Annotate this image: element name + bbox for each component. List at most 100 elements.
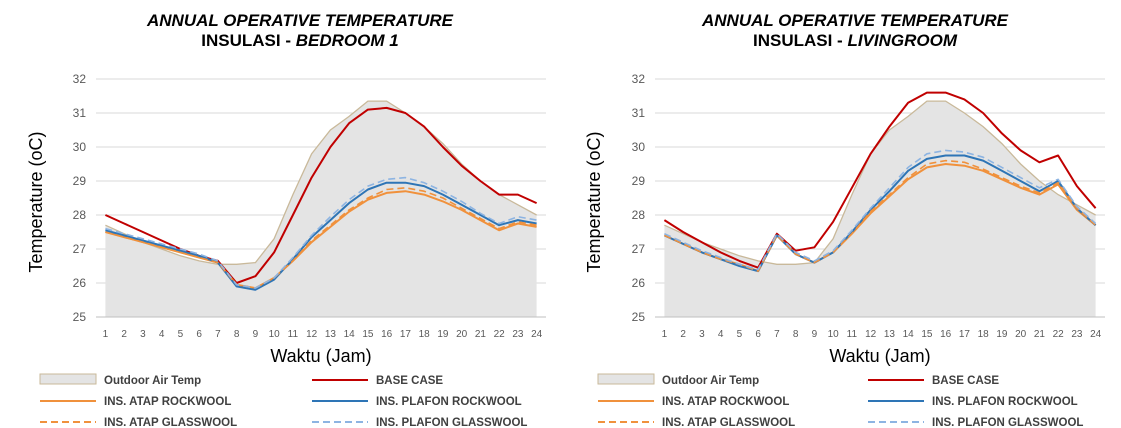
- series-line-2: [104, 106, 538, 284]
- x-tick-label: 22: [1053, 329, 1065, 340]
- x-axis-label: Waktu (Jam): [829, 346, 930, 366]
- legend-label: BASE CASE: [932, 375, 999, 387]
- legend-label: Outdoor Air Temp: [104, 375, 201, 387]
- y-tick-label: 32: [632, 72, 646, 86]
- x-tick-label: 6: [755, 329, 761, 340]
- x-tick-label: 3: [699, 329, 705, 340]
- x-tick-label: 15: [362, 329, 374, 340]
- y-tick-label: 25: [632, 310, 646, 324]
- series-outdoor-line: [105, 100, 537, 265]
- legend-label: INS. PLAFON ROCKWOOL: [932, 396, 1078, 408]
- y-tick-label: 29: [73, 174, 87, 188]
- legend-label: INS. PLAFON GLASSWOOL: [932, 417, 1083, 428]
- x-tick-label: 21: [475, 329, 487, 340]
- y-tick-label: 32: [73, 72, 87, 86]
- legend-label: INS. PLAFON GLASSWOOL: [376, 417, 527, 428]
- y-tick-label: 27: [73, 242, 87, 256]
- series-line-3: [105, 190, 537, 290]
- legend-swatch-area: [39, 373, 97, 385]
- chart-title-line1: ANNUAL OPERATIVE TEMPERATURE: [701, 11, 1009, 30]
- x-tick-label: 24: [531, 329, 543, 340]
- x-tick-label: 15: [921, 329, 933, 340]
- chart-title-line1: ANNUAL OPERATIVE TEMPERATURE: [146, 11, 454, 30]
- x-tick-label: 2: [680, 329, 686, 340]
- chart-title-room: LIVINGROOM: [847, 31, 957, 50]
- x-tick-label: 18: [978, 329, 990, 340]
- chart-title-prefix: INSULASI -: [753, 31, 847, 50]
- x-tick-label: 10: [828, 329, 840, 340]
- x-tick-label: 24: [1090, 329, 1102, 340]
- y-tick-label: 27: [632, 242, 646, 256]
- x-tick-label: 2: [121, 329, 127, 340]
- legend-label: INS. ATAP GLASSWOOL: [662, 417, 795, 428]
- series-line-4: [105, 181, 537, 291]
- x-tick-label: 14: [903, 329, 915, 340]
- chart-title-line2: INSULASI - BEDROOM 1: [201, 31, 398, 50]
- x-tick-label: 17: [959, 329, 971, 340]
- x-tick-label: 1: [103, 329, 109, 340]
- x-tick-label: 8: [793, 329, 799, 340]
- y-tick-label: 25: [73, 310, 87, 324]
- x-tick-label: 23: [1071, 329, 1083, 340]
- x-tick-label: 19: [996, 329, 1008, 340]
- series-outdoor-area: [105, 101, 537, 317]
- x-tick-label: 6: [196, 329, 202, 340]
- x-tick-label: 4: [159, 329, 165, 340]
- x-tick-label: 11: [288, 329, 299, 340]
- x-tick-label: 11: [847, 329, 858, 340]
- x-tick-label: 4: [718, 329, 724, 340]
- x-tick-label: 17: [400, 329, 412, 340]
- x-axis-label: Waktu (Jam): [270, 346, 371, 366]
- legend-label: INS. ATAP ROCKWOOL: [104, 396, 231, 408]
- chart-title-prefix: INSULASI -: [201, 31, 295, 50]
- legend-label: INS. ATAP ROCKWOOL: [662, 396, 789, 408]
- x-tick-label: 18: [419, 329, 431, 340]
- x-tick-label: 22: [494, 329, 506, 340]
- y-tick-label: 28: [632, 208, 646, 222]
- y-tick-label: 26: [632, 276, 646, 290]
- x-tick-label: 20: [456, 329, 468, 340]
- x-tick-label: 21: [1034, 329, 1046, 340]
- legend-label: BASE CASE: [376, 375, 443, 387]
- legend-swatch-area: [597, 373, 655, 385]
- x-tick-label: 13: [884, 329, 896, 340]
- chart-title-line2: INSULASI - LIVINGROOM: [753, 31, 958, 50]
- y-tick-label: 30: [73, 140, 87, 154]
- x-tick-label: 5: [737, 329, 743, 340]
- x-tick-label: 1: [662, 329, 668, 340]
- x-tick-label: 9: [253, 329, 259, 340]
- series-outdoor-area: [664, 101, 1096, 317]
- y-tick-label: 26: [73, 276, 87, 290]
- x-tick-label: 14: [344, 329, 356, 340]
- x-tick-label: 16: [381, 329, 393, 340]
- y-tick-label: 29: [632, 174, 646, 188]
- y-axis-label: Temperature (oC): [584, 131, 604, 272]
- y-tick-label: 28: [73, 208, 87, 222]
- x-tick-label: 7: [215, 329, 221, 340]
- x-tick-label: 12: [865, 329, 877, 340]
- x-tick-label: 12: [306, 329, 318, 340]
- x-tick-label: 23: [512, 329, 524, 340]
- y-axis-label: Temperature (oC): [26, 131, 46, 272]
- x-tick-label: 9: [812, 329, 818, 340]
- chart-title-room: BEDROOM 1: [296, 31, 399, 50]
- y-tick-label: 31: [632, 106, 646, 120]
- x-tick-label: 13: [325, 329, 337, 340]
- x-tick-label: 3: [140, 329, 146, 340]
- legend-label: INS. PLAFON ROCKWOOL: [376, 396, 522, 408]
- x-tick-label: 8: [234, 329, 240, 340]
- x-tick-label: 5: [178, 329, 184, 340]
- y-tick-label: 30: [632, 140, 646, 154]
- x-tick-label: 10: [269, 329, 281, 340]
- series-line-5: [105, 187, 537, 289]
- series-line-2: [663, 91, 1097, 269]
- x-tick-label: 19: [437, 329, 449, 340]
- legend-label: Outdoor Air Temp: [662, 375, 759, 387]
- x-tick-label: 20: [1015, 329, 1027, 340]
- series-line-6: [105, 176, 537, 289]
- series-line-4: [663, 154, 1097, 273]
- series-line-6: [664, 149, 1097, 271]
- x-tick-label: 16: [940, 329, 952, 340]
